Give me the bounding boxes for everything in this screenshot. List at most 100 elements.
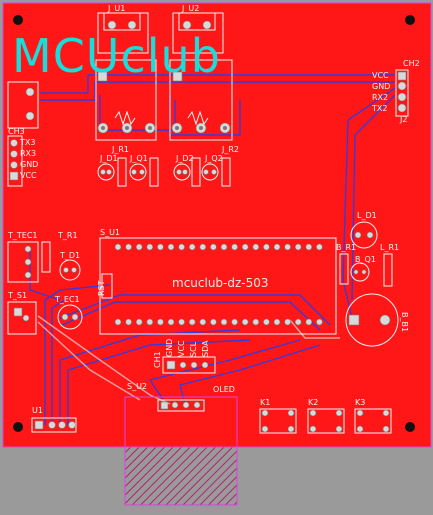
mcu-pin <box>220 243 228 251</box>
label-j-r2: J_R2 <box>221 145 239 154</box>
mcu-pin <box>284 243 291 251</box>
ch1-pin-1: GND <box>165 339 174 357</box>
mcu-pin <box>305 318 313 326</box>
label-j2: J2 <box>399 115 407 124</box>
label-k2: K2 <box>308 398 318 407</box>
mcu-pin-row-bottom <box>114 318 323 326</box>
relay-j-u2: J_U2 <box>169 4 233 141</box>
ch2-pin-4: TX2 <box>371 104 387 113</box>
ch1-pin-2: VCC <box>177 340 186 357</box>
mcu-pin <box>114 318 122 326</box>
mcu-pin <box>294 318 302 326</box>
label-j-q2: J_Q2 <box>204 154 223 163</box>
label-l-d1: L_D1 <box>357 211 377 220</box>
mcu-pin <box>273 318 281 326</box>
mcu-pin <box>125 318 132 326</box>
label-u1: U1 <box>32 406 43 415</box>
mcu-pin <box>114 243 122 251</box>
ch1-pin-4: SDA <box>201 340 210 357</box>
ch2-pin-2: GND <box>372 82 390 91</box>
button-k2: K2 <box>307 398 345 434</box>
mcu-pin <box>316 243 323 251</box>
mcu-pin <box>135 318 143 326</box>
connector-ch1: CH1 GND VCC SCL SDA <box>153 339 216 374</box>
mcu-pin <box>188 243 196 251</box>
mcu-pin <box>178 243 185 251</box>
board-center-label: mcuclub-dz-503 <box>172 276 269 290</box>
oled-module-s-u2: S_U2 OLED <box>124 382 238 506</box>
ch3-pin-4: VCC <box>20 171 37 180</box>
mcu-pin <box>252 318 260 326</box>
mcu-pin <box>284 318 291 326</box>
mcu-pin <box>241 243 249 251</box>
label-j-d1: J_D1 <box>99 154 118 163</box>
label-ch2: CH2 <box>403 59 420 68</box>
mcu-s-u1: S_U1 mcuclub-dz-503 RST <box>97 228 337 335</box>
label-t-ec1: T_EC1 <box>54 295 80 304</box>
label-b-q1: B_Q1 <box>355 255 376 264</box>
mcu-pin <box>146 243 154 251</box>
logo-text: MCUclub <box>12 29 221 83</box>
label-rst: RST <box>97 280 106 296</box>
label-ch3: CH3 <box>8 127 25 136</box>
mcu-pin <box>252 243 260 251</box>
mcu-pin <box>231 243 238 251</box>
label-k3: K3 <box>355 398 365 407</box>
label-s-u2: S_U2 <box>127 382 147 391</box>
mcu-pin <box>178 318 185 326</box>
label-ch1: CH1 <box>153 351 162 368</box>
label-t-s1: T_S1 <box>7 291 27 300</box>
mcu-pin <box>146 318 154 326</box>
mcu-pin <box>294 243 302 251</box>
ch3-pin-2: RX3 <box>20 149 36 158</box>
ch3-pin-3: GND <box>20 160 38 169</box>
mcu-pin <box>167 318 175 326</box>
bottom-traces <box>29 74 396 425</box>
mounting-holes <box>13 15 415 432</box>
mcu-pin <box>263 318 270 326</box>
mcu-pin <box>210 243 217 251</box>
mcu-pin-row-top <box>114 243 323 251</box>
header-u1: U1 <box>31 406 77 433</box>
mcu-pin <box>188 318 196 326</box>
label-s-u1: S_U1 <box>100 228 120 237</box>
mcu-pin <box>220 318 228 326</box>
connector-ch3: CH3 TX3 RX3 GND VCC <box>7 127 38 187</box>
label-j-u1: J_U1 <box>107 4 125 13</box>
ch2-pin-1: VCC <box>372 71 389 80</box>
ch1-pin-3: SCL <box>189 341 198 357</box>
mcu-pin <box>210 318 217 326</box>
label-l-r1: L_R1 <box>380 243 399 252</box>
label-b-r1: B_R1 <box>336 243 356 252</box>
mcu-pin <box>199 243 207 251</box>
label-j-u2: J_U2 <box>181 4 199 13</box>
mcu-pin <box>305 243 313 251</box>
button-k3: K3 <box>354 398 392 434</box>
sensor-t-tec1: T_TEC1 T_R1 T_D1 <box>7 231 81 283</box>
label-t-r1: T_R1 <box>57 231 78 240</box>
ch3-pin-1: TX3 <box>19 138 35 147</box>
right-side-components: L_D1 B_R1 L_R1 B_Q1 B_B1 <box>336 211 409 347</box>
label-t-tec1: T_TEC1 <box>7 231 38 240</box>
button-k1: K1 <box>259 398 297 434</box>
mcu-pin <box>125 243 132 251</box>
mcu-pin <box>273 243 281 251</box>
label-oled: OLED <box>213 385 235 394</box>
label-k1: K1 <box>260 398 270 407</box>
sensor-t-s1: T_S1 T_EC1 <box>7 291 83 335</box>
ch2-pin-3: RX2 <box>372 93 388 102</box>
relay-j-u1: J_U1 <box>95 4 157 141</box>
board-outline <box>2 2 432 448</box>
connector-top-left <box>7 81 39 129</box>
mcu-pin <box>231 318 238 326</box>
label-b-b1: B_B1 <box>400 312 409 332</box>
mcu-pin <box>316 318 323 326</box>
mcu-pin <box>157 318 164 326</box>
label-t-d1: T_D1 <box>59 251 80 260</box>
mcu-pin <box>167 243 175 251</box>
connector-ch2: CH2 VCC GND RX2 TX2 J2 <box>371 59 420 124</box>
mcu-pin <box>157 243 164 251</box>
mcu-pin <box>241 318 249 326</box>
label-j-d2: J_D2 <box>175 154 194 163</box>
